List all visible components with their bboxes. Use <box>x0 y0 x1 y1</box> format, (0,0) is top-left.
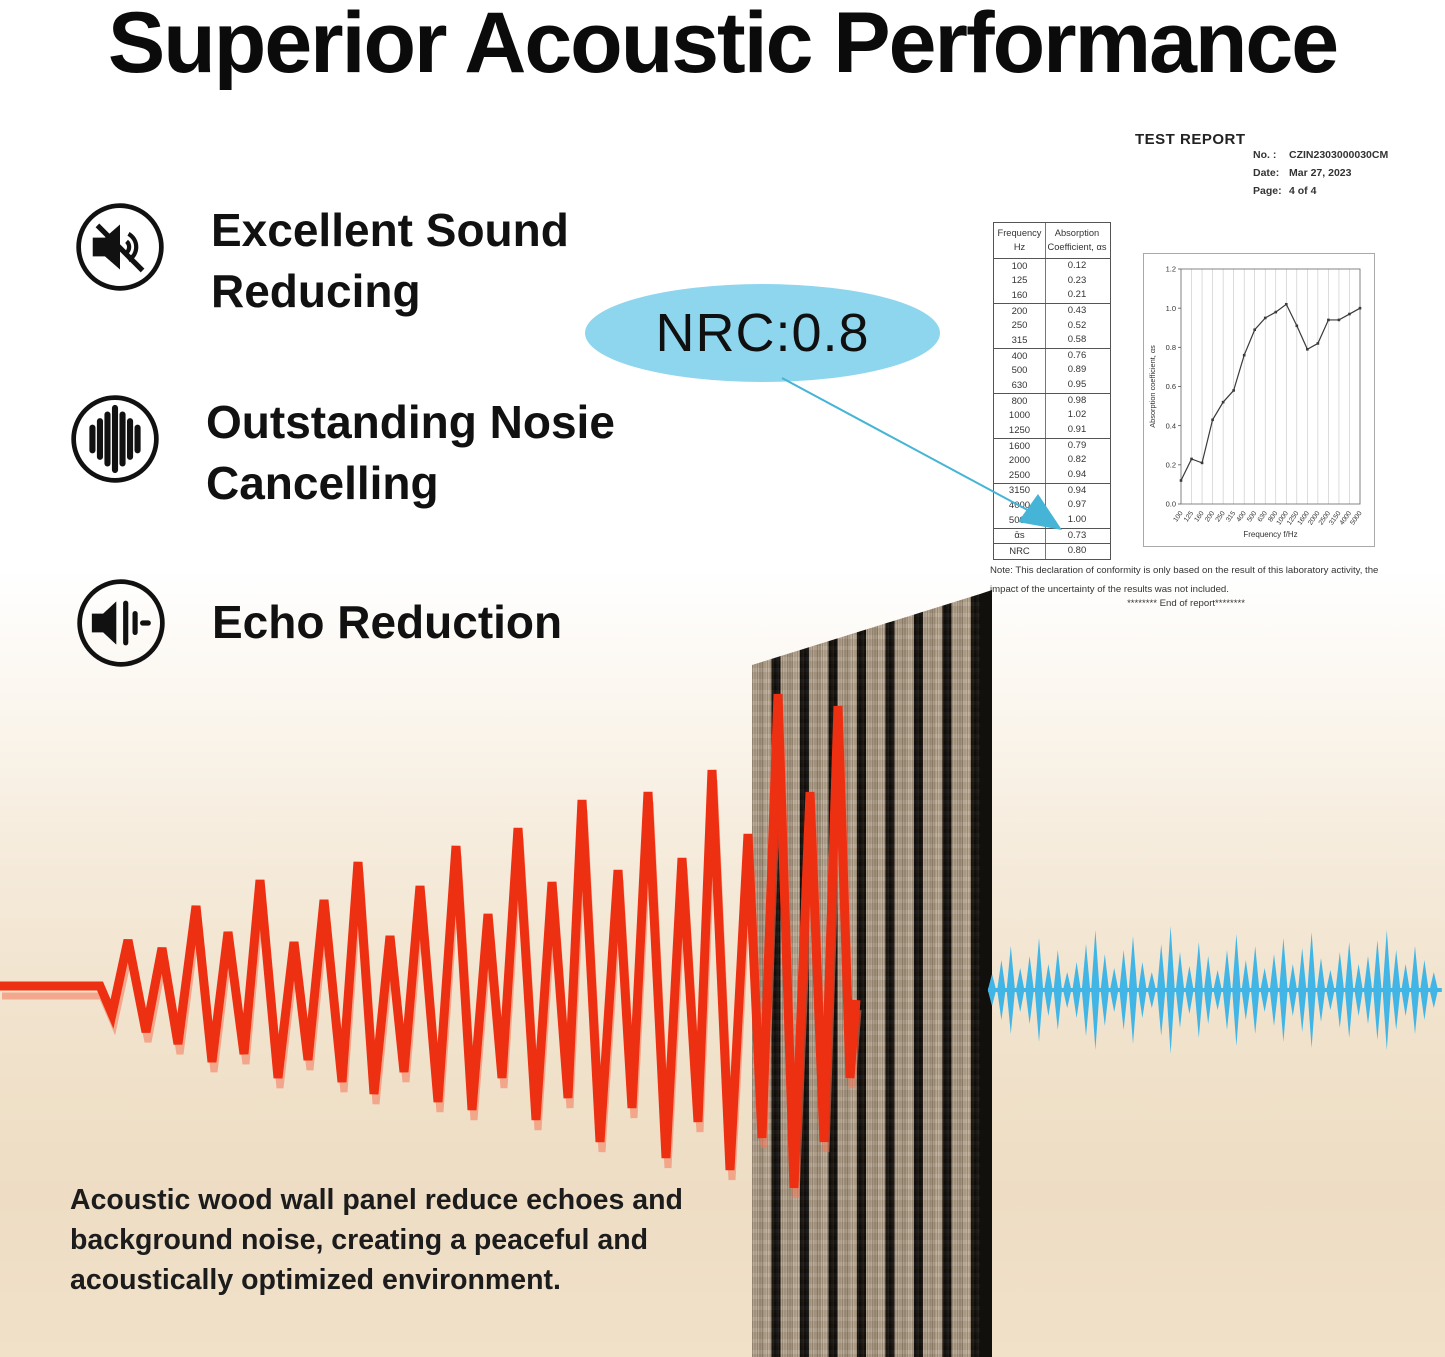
svg-text:Frequency f/Hz: Frequency f/Hz <box>1243 530 1297 539</box>
report-meta-row: Date:Mar 27, 2023 <box>1253 167 1352 179</box>
caption-line: acoustically optimized environment. <box>70 1264 561 1296</box>
svg-text:1.2: 1.2 <box>1166 265 1176 274</box>
svg-text:1.0: 1.0 <box>1166 304 1176 313</box>
svg-text:Absorption coefficient, αs: Absorption coefficient, αs <box>1148 345 1157 428</box>
panel-side-edge <box>980 590 992 1357</box>
svg-text:0.2: 0.2 <box>1166 460 1176 469</box>
caption-line: background noise, creating a peaceful an… <box>70 1224 649 1256</box>
col-frequency-unit: Hz <box>1013 242 1026 252</box>
caption-line: Acoustic wood wall panel reduce echoes a… <box>70 1184 683 1216</box>
feature-echo-reduction: Echo Reduction <box>74 576 562 670</box>
feature-line: Excellent Sound <box>211 204 569 256</box>
feature-label: Outstanding Nosie Cancelling <box>206 392 615 514</box>
svg-text:0.4: 0.4 <box>1166 421 1176 430</box>
feature-sound-reducing: Excellent Sound Reducing <box>73 200 569 322</box>
wood-slat-panel <box>752 590 992 1357</box>
col-absorption-unit: Coefficient, αs <box>1047 242 1107 252</box>
page-title: Superior Acoustic Performance <box>107 0 1339 91</box>
feature-label: Echo Reduction <box>212 592 562 653</box>
svg-text:400: 400 <box>1236 510 1248 523</box>
svg-text:125: 125 <box>1183 510 1195 523</box>
col-frequency: Frequency <box>997 228 1042 238</box>
noise-cancelling-icon <box>68 392 162 486</box>
svg-text:0.6: 0.6 <box>1166 382 1176 391</box>
svg-text:200: 200 <box>1204 510 1216 523</box>
speaker-volume-icon <box>74 576 168 670</box>
feature-noise-cancelling: Outstanding Nosie Cancelling <box>68 392 615 514</box>
wood-slats <box>752 590 980 1357</box>
table-header: Frequency Hz Absorption Coefficient, αs <box>994 223 1110 259</box>
absorption-table: Frequency Hz Absorption Coefficient, αs … <box>993 222 1111 560</box>
svg-text:500: 500 <box>1246 510 1258 523</box>
caption: Acoustic wood wall panel reduce echoes a… <box>70 1180 683 1300</box>
feature-line: Reducing <box>211 265 421 317</box>
note-line: Note: This declaration of conformity is … <box>990 565 1379 595</box>
feature-line: Cancelling <box>206 457 439 509</box>
feature-line: Echo Reduction <box>212 596 563 648</box>
svg-text:5000: 5000 <box>1349 510 1364 527</box>
svg-text:315: 315 <box>1225 510 1237 523</box>
muted-speaker-icon <box>73 200 167 294</box>
feature-label: Excellent Sound Reducing <box>211 200 569 322</box>
report-meta-row: Page:4 of 4 <box>1253 185 1317 197</box>
nrc-badge: NRC:0.8 <box>585 284 940 382</box>
note-line: the uncertainty of the results was not i… <box>1031 584 1229 595</box>
svg-text:0.0: 0.0 <box>1166 500 1176 509</box>
svg-text:250: 250 <box>1215 510 1227 523</box>
report-title: TEST REPORT <box>1135 131 1246 148</box>
report-end-line: ******** End of report******** <box>1127 598 1245 609</box>
report-meta-row: No. :CZIN2303000030CM <box>1253 149 1389 161</box>
svg-text:160: 160 <box>1193 510 1205 523</box>
svg-text:100: 100 <box>1172 510 1184 523</box>
svg-text:630: 630 <box>1257 510 1269 523</box>
feature-line: Outstanding Nosie <box>206 396 615 448</box>
col-absorption: Absorption <box>1054 228 1100 238</box>
report-note: Note: This declaration of conformity is … <box>990 561 1382 599</box>
svg-text:0.8: 0.8 <box>1166 343 1176 352</box>
